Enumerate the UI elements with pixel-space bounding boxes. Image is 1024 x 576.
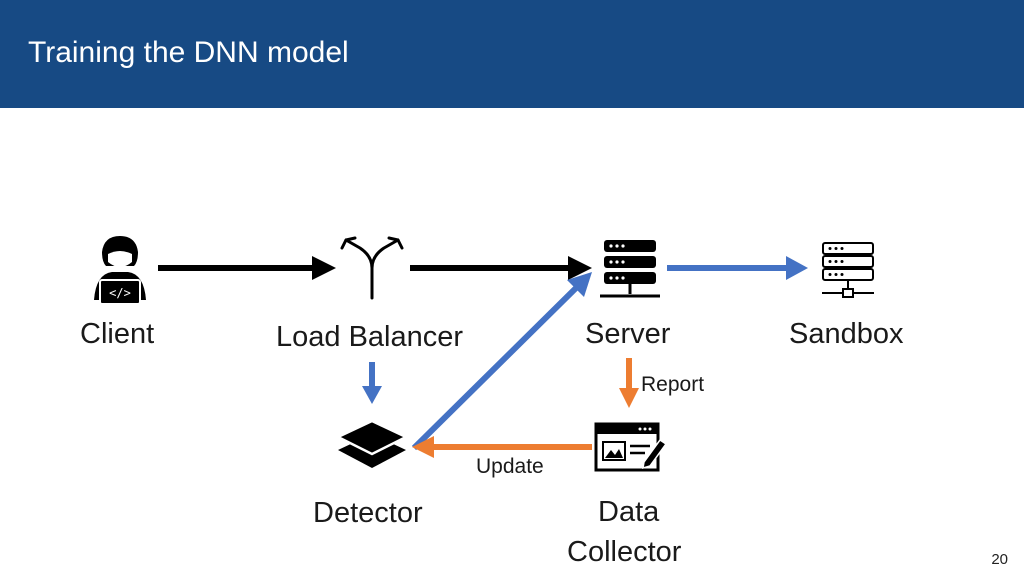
arrow-detector-to-server — [411, 272, 592, 451]
arrow-load-balancer-to-detector — [362, 362, 382, 404]
report-edge-label: Report — [641, 373, 705, 396]
layers-icon — [335, 419, 409, 468]
arrow-server-to-data-collector — [619, 358, 639, 408]
slide-header: Training the DNN model — [0, 0, 1024, 108]
svg-text:</>: </> — [109, 286, 131, 300]
page-number: 20 — [991, 551, 1008, 568]
server-rack-icon — [600, 240, 660, 298]
developer-laptop-icon: </> — [94, 236, 146, 305]
slide-title: Training the DNN model — [28, 36, 349, 69]
server-label: Server — [585, 318, 671, 350]
form-edit-icon — [594, 422, 668, 472]
arrow-data-collector-to-detector — [412, 436, 592, 458]
split-arrows-icon — [340, 236, 404, 300]
arrow-server-to-sandbox — [667, 256, 808, 280]
server-network-icon — [822, 242, 874, 298]
data-collector-label-line1: Data — [598, 496, 660, 528]
arrow-client-to-load-balancer — [158, 256, 336, 280]
sandbox-label: Sandbox — [789, 318, 904, 350]
detector-label: Detector — [313, 497, 423, 529]
arrow-load-balancer-to-server — [410, 256, 592, 280]
sandbox-icon-dots — [828, 247, 844, 276]
load-balancer-label: Load Balancer — [276, 321, 464, 353]
update-edge-label: Update — [476, 455, 544, 478]
client-label: Client — [80, 318, 155, 350]
data-collector-label-line2: Collector — [567, 536, 682, 568]
